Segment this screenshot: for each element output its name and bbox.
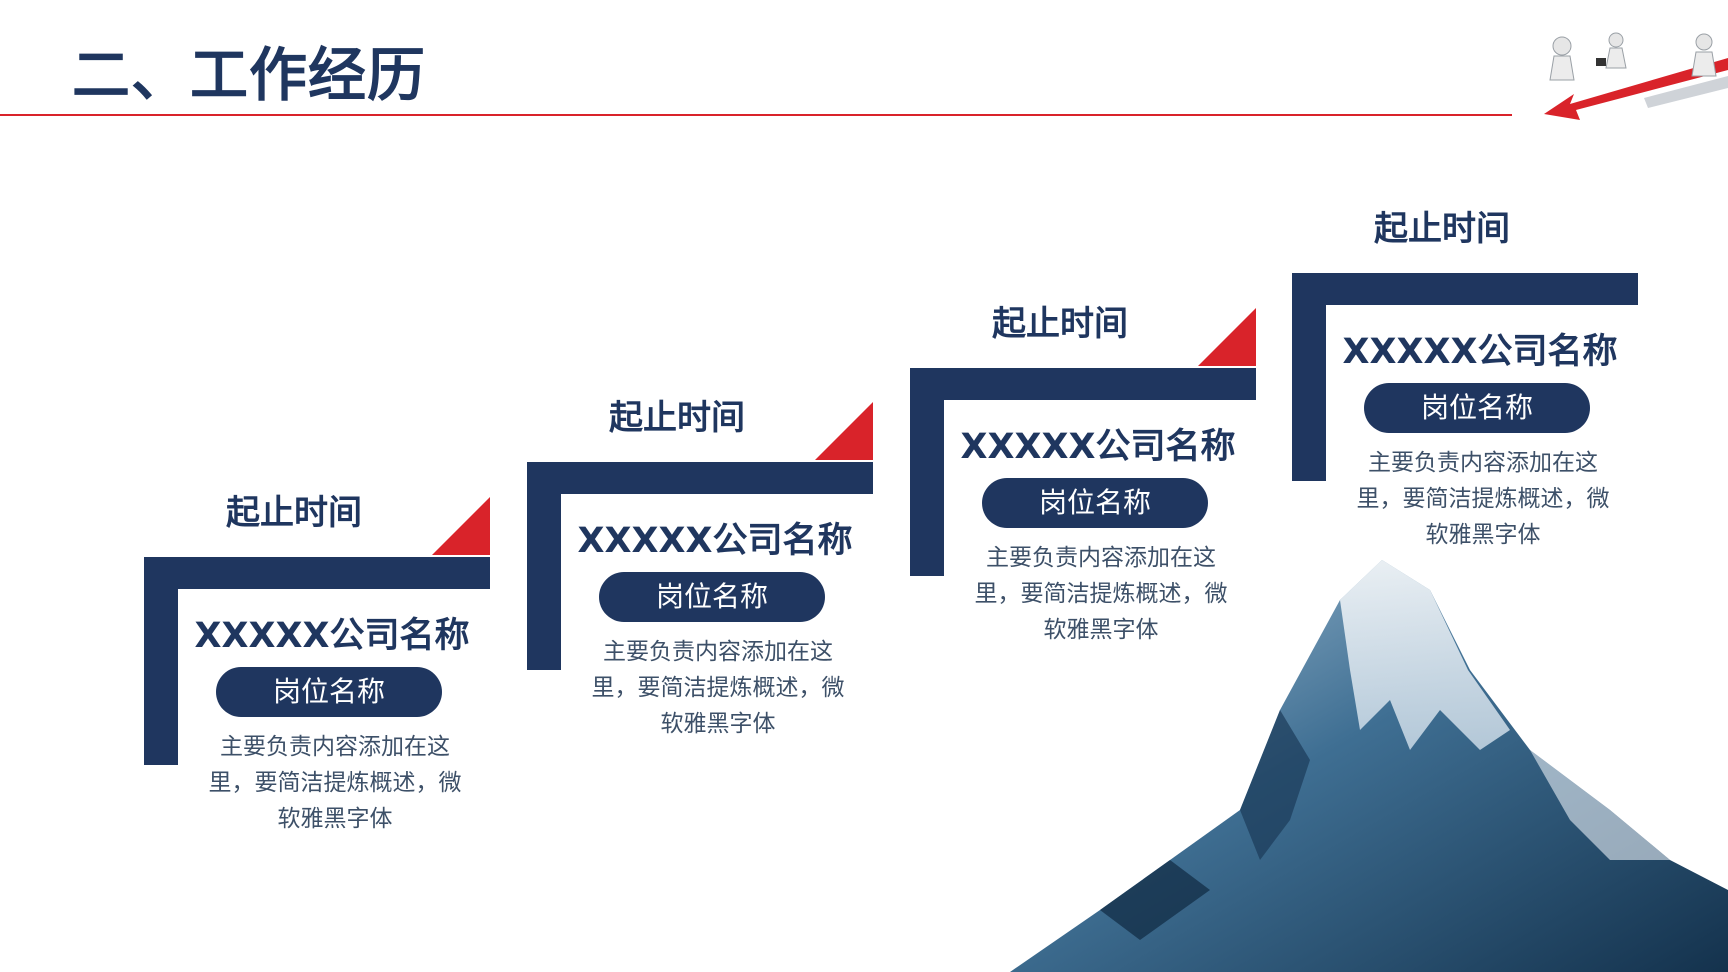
period-label: 起止时间 bbox=[992, 304, 1128, 344]
timeline-step-4: 起止时间 XXXXX公司名称 岗位名称 主要负责内容添加在这里，要简洁提炼概述，… bbox=[1292, 209, 1642, 548]
step-frame-top bbox=[527, 462, 873, 494]
company-name: XXXXX公司名称 bbox=[960, 427, 1236, 467]
position-badge: 岗位名称 bbox=[1364, 383, 1590, 433]
job-description: 主要负责内容添加在这里，要简洁提炼概述，微软雅黑字体 bbox=[1356, 450, 1610, 548]
job-description: 主要负责内容添加在这里，要简洁提炼概述，微软雅黑字体 bbox=[974, 545, 1228, 643]
red-triangle-icon bbox=[1198, 308, 1256, 366]
step-frame-top bbox=[910, 368, 1256, 400]
job-description: 主要负责内容添加在这里，要简洁提炼概述，微软雅黑字体 bbox=[208, 734, 462, 832]
page-title: 二、工作经历 bbox=[72, 41, 427, 109]
timeline-step-2: 起止时间 XXXXX公司名称 岗位名称 主要负责内容添加在这里，要简洁提炼概述，… bbox=[527, 398, 877, 737]
title-divider bbox=[0, 114, 1512, 116]
timeline-step-1: 起止时间 XXXXX公司名称 岗位名称 主要负责内容添加在这里，要简洁提炼概述，… bbox=[144, 493, 494, 832]
position-badge: 岗位名称 bbox=[599, 572, 825, 622]
business-people-arrow-icon bbox=[1544, 32, 1728, 120]
company-name: XXXXX公司名称 bbox=[194, 616, 470, 656]
position-badge: 岗位名称 bbox=[982, 478, 1208, 528]
step-frame-side bbox=[1292, 273, 1326, 481]
step-frame-top bbox=[144, 557, 490, 589]
job-description: 主要负责内容添加在这里，要简洁提炼概述，微软雅黑字体 bbox=[591, 639, 845, 737]
period-label: 起止时间 bbox=[1374, 209, 1510, 249]
step-frame-side bbox=[910, 368, 944, 576]
position-badge: 岗位名称 bbox=[216, 667, 442, 717]
timeline-step-3: 起止时间 XXXXX公司名称 岗位名称 主要负责内容添加在这里，要简洁提炼概述，… bbox=[910, 304, 1260, 643]
mountain-peak-image bbox=[1010, 560, 1728, 972]
period-label: 起止时间 bbox=[609, 398, 745, 438]
period-label: 起止时间 bbox=[226, 493, 362, 533]
company-name: XXXXX公司名称 bbox=[1342, 332, 1618, 372]
step-frame-side bbox=[527, 462, 561, 670]
company-name: XXXXX公司名称 bbox=[577, 521, 853, 561]
red-triangle-icon bbox=[815, 402, 873, 460]
red-triangle-icon bbox=[432, 497, 490, 555]
step-frame-side bbox=[144, 557, 178, 765]
step-frame-top bbox=[1292, 273, 1638, 305]
